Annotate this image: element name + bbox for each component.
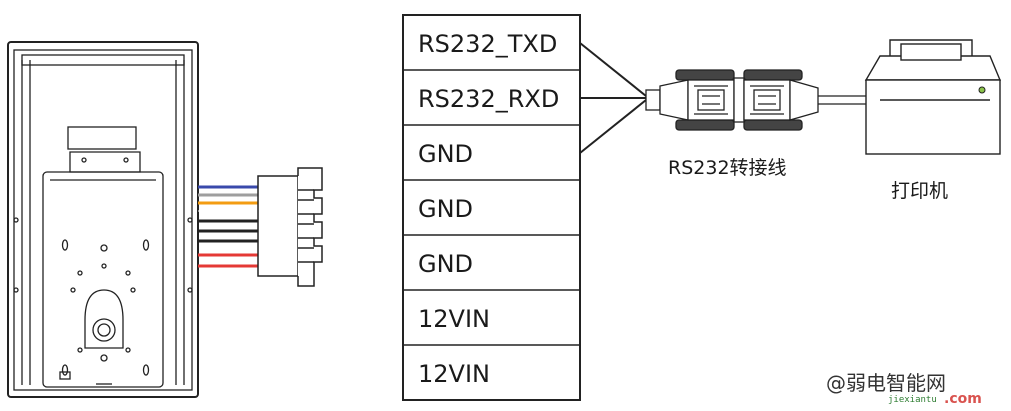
pin-label-gnd-3: GND: [418, 250, 473, 278]
pin-label-gnd-2: GND: [418, 195, 473, 223]
printer-cable: [818, 95, 866, 105]
watermark: @弱电智能网 jiexiantu .com: [826, 371, 982, 407]
wire-connector: [257, 167, 323, 287]
watermark-suffix: .com: [944, 391, 982, 407]
pin-label-gnd-1: GND: [418, 140, 473, 168]
printer-label: 打印机: [891, 180, 948, 202]
pin-label-txd: RS232_TXD: [418, 30, 557, 58]
status-led-icon: [978, 86, 986, 94]
pin-label-12vin-1: 12VIN: [418, 305, 490, 333]
device-panel: [7, 41, 199, 398]
pin-label-rxd: RS232_RXD: [418, 85, 559, 113]
device-wires: [198, 185, 262, 268]
printer-icon: [864, 39, 1002, 155]
rs232-adapter: [645, 69, 819, 131]
watermark-site: jiexiantu: [888, 395, 937, 405]
pin-label-12vin-2: 12VIN: [418, 360, 490, 388]
watermark-text: @弱电智能网: [826, 371, 946, 395]
pin-table: RS232_TXD RS232_RXD GND GND GND 12VIN 12…: [402, 14, 581, 401]
adapter-cable-label: RS232转接线: [668, 157, 787, 179]
signal-lines: [579, 42, 647, 154]
